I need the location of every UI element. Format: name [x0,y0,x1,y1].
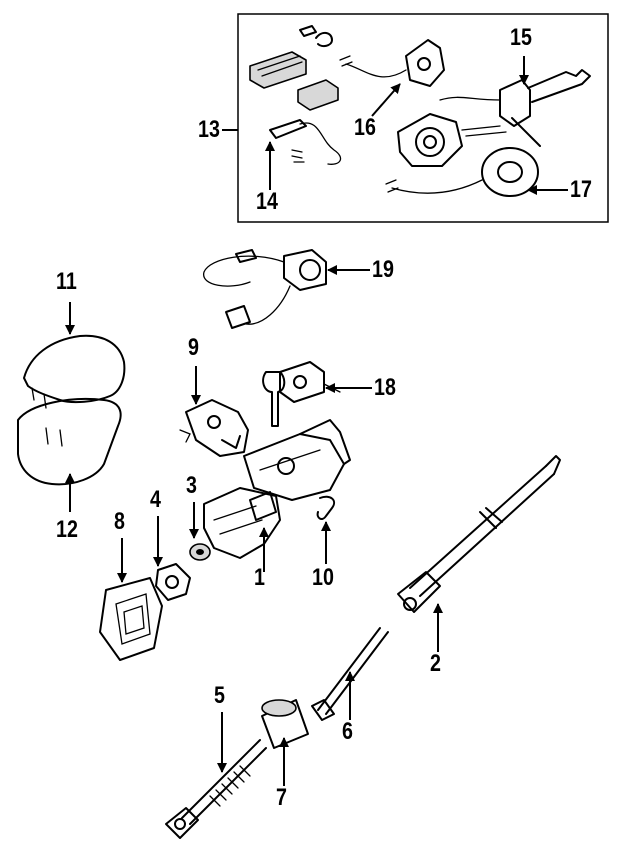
callout-1: 1 [254,564,265,591]
clock-spring-assembly [397,113,507,167]
callout-9: 9 [188,334,199,361]
relay-block [297,79,339,111]
callout-18: 18 [374,374,396,401]
column-housing-upper [243,419,351,501]
callout-6: 6 [342,718,353,745]
ignition-switch-19 [203,249,327,329]
upper-cover-11 [23,334,126,409]
callout-5: 5 [214,682,225,709]
bearing-plate-4 [155,563,191,601]
callout-4: 4 [150,486,161,513]
lock-cylinder-18 [262,361,341,427]
column-bracket-9 [179,399,249,457]
switch-group-frame [222,13,609,223]
sleeve-7 [261,699,309,749]
main-shaft-2 [397,455,561,613]
bushing-3 [189,543,211,561]
callout-13: 13 [198,116,220,143]
spiral-cable-17 [385,147,539,197]
callout-15: 15 [510,24,532,51]
callout-2: 2 [430,650,441,677]
shaft-6 [311,627,389,721]
harness-connector-14 [269,119,342,165]
callout-17: 17 [570,176,592,203]
callout-14: 14 [256,188,278,215]
lower-shaft-5 [165,739,267,839]
clip-10 [316,495,336,520]
connector-clip [299,25,333,48]
callout-19: 19 [372,256,394,283]
callout-3: 3 [186,472,197,499]
column-tube-1 [203,487,281,559]
callout-8: 8 [114,508,125,535]
lower-cover-12 [17,398,122,486]
combination-switch-16 [339,39,445,87]
leader-lines [65,56,568,786]
cover-plate-8 [99,577,163,661]
callout-11: 11 [56,268,77,295]
connector-block [249,51,307,89]
turn-signal-lever-15 [439,69,591,147]
callout-12: 12 [56,516,78,543]
callout-16: 16 [354,114,376,141]
callout-10: 10 [312,564,334,591]
callout-7: 7 [276,784,287,811]
